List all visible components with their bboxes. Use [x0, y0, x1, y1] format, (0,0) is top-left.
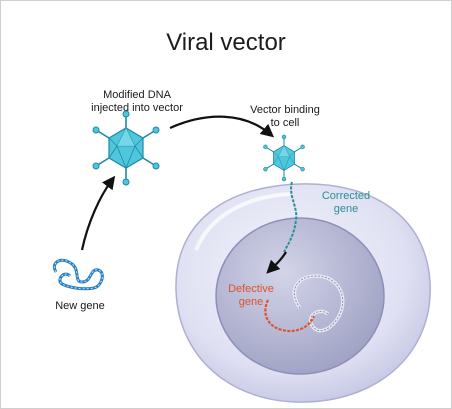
arrow-gene-to-vector [80, 175, 116, 251]
diagram-title: Viral vector [166, 29, 286, 56]
viral-vector-bound [263, 134, 305, 182]
label-modified-dna: Modified DNA injected into vector [91, 89, 183, 114]
label-new-gene: New gene [55, 300, 105, 312]
nucleus [215, 217, 385, 375]
label-defective-gene: Defective gene [228, 283, 274, 308]
corrected-gene-strand [283, 181, 298, 253]
new-gene-coil [53, 258, 104, 291]
defective-gene-strand [264, 299, 316, 333]
label-corrected-gene: Corrected gene [321, 190, 371, 215]
arrow-into-nucleus [266, 251, 287, 274]
arrow-vector-to-cell [169, 115, 275, 138]
viral-vector-free [92, 110, 160, 186]
label-vector-binding: Vector binding to cell [250, 104, 320, 129]
